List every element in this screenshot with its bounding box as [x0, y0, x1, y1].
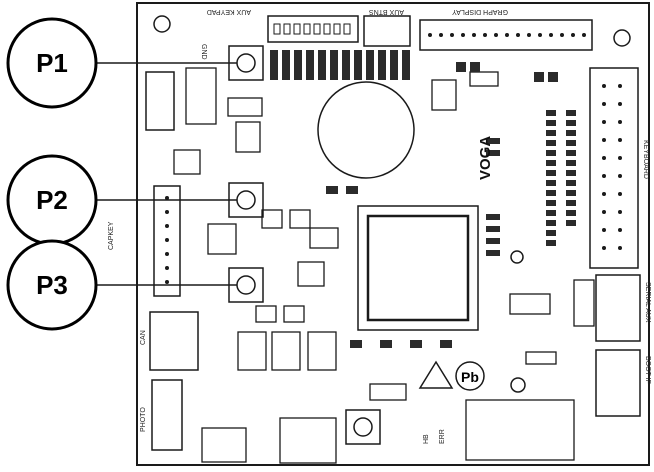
- button-bottom: [345, 409, 381, 445]
- sb-connector: [145, 71, 175, 131]
- callout-p3: P3: [6, 239, 98, 331]
- brand-label: VOGA: [477, 136, 494, 180]
- callout-label-p3: P3: [36, 270, 68, 300]
- misc-components: [173, 67, 595, 464]
- boot-if-connector: [595, 349, 641, 417]
- graph-display-label: GRAPH DISPLAY: [452, 8, 508, 15]
- mounting-hole-bottom: [510, 377, 526, 393]
- graph-display-pins: [428, 33, 586, 37]
- callout-p1: P1: [6, 17, 98, 109]
- pb-label: Pb: [461, 369, 479, 385]
- aux-keypad-connector: [267, 15, 359, 43]
- keyboard-pins: [602, 84, 622, 250]
- capkey-label: CAPKEY: [108, 221, 115, 250]
- mounting-hole-top-right: [613, 29, 631, 47]
- serial-aux-connector: [595, 274, 641, 342]
- filled-components: [326, 62, 558, 348]
- buzzer: [317, 81, 415, 179]
- pb-free-icon: [455, 361, 485, 391]
- capkey-connector: [153, 185, 181, 297]
- photo-connector: [151, 379, 183, 451]
- can-connector: [149, 311, 199, 371]
- hb-label: HB: [423, 434, 430, 444]
- photo-label: PHOTO: [140, 407, 147, 432]
- mounting-hole-top-left: [153, 15, 171, 33]
- warning-triangle-icon: [418, 360, 454, 389]
- microcontroller-chip-inner: [366, 214, 470, 322]
- microcontroller-chip-outer: [357, 205, 479, 331]
- aux-btns-label: AUX BTNS: [369, 8, 404, 15]
- callout-label-p1: P1: [36, 48, 68, 78]
- boot-if-label: BOOT IF: [644, 356, 651, 384]
- resistor-array-top: [270, 50, 410, 80]
- serial-aux-label: SERIAL AUX: [644, 282, 651, 323]
- err-label: ERR: [439, 429, 446, 444]
- graph-display-connector: [419, 19, 593, 51]
- mounting-hole-center: [510, 250, 524, 264]
- aux-keypad-label: AUX KEYPAD: [207, 8, 251, 15]
- aux-keypad-pins: [273, 23, 351, 35]
- callout-p2: P2: [6, 154, 98, 246]
- keyboard-label: KEYBOARD: [642, 140, 649, 179]
- capkey-pins: [165, 196, 169, 284]
- callout-label-p2: P2: [36, 185, 68, 215]
- can-label: CAN: [140, 330, 147, 345]
- resistor-array-right: [546, 110, 576, 246]
- gnd-label: GND: [200, 44, 207, 60]
- aux-btns-connector: [363, 15, 411, 47]
- keyboard-connector: [589, 67, 639, 269]
